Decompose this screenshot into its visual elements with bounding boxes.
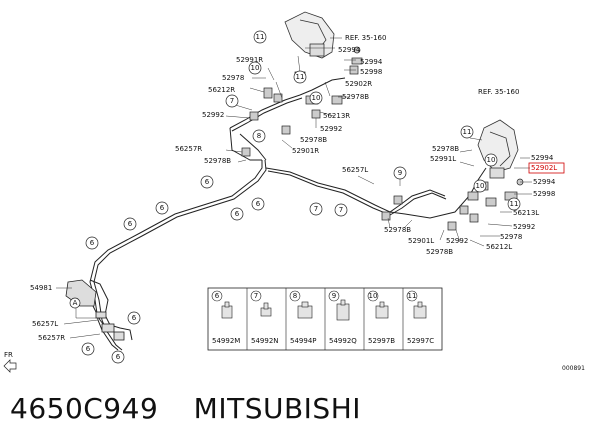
callout-10: 10: [251, 64, 260, 72]
label-56257r-b: 56257R: [38, 334, 65, 342]
label-52994-b: 52994: [360, 58, 383, 66]
callout-9: 9: [398, 169, 402, 177]
callout-11: 11: [296, 73, 305, 81]
label-56257l-b: 56257L: [32, 320, 58, 328]
caption: 4650C949 MITSUBISHI: [10, 392, 361, 425]
ref-label-right: REF. 35-160: [478, 88, 519, 96]
legend-num-6: 11: [408, 292, 417, 300]
callout-numbers: 11 10 11 7 10 8 11 10 10 11 9 6 6 6 7 7 …: [86, 33, 519, 361]
front-left-caliper: [477, 119, 519, 179]
right-fittings: [381, 178, 524, 231]
callout-8: 8: [257, 132, 261, 140]
callout-7: 7: [230, 97, 234, 105]
callout-6: 6: [160, 204, 165, 212]
label-52998-b: 52998: [533, 190, 555, 198]
legend-part-6: 52997C: [407, 337, 434, 345]
label-52978-b: 52978: [500, 233, 522, 241]
callout-6: 6: [235, 210, 240, 218]
legend-part-4: 54992Q: [329, 337, 357, 345]
ref-label-top: REF. 35-160: [345, 34, 386, 42]
label-56212l: 56212L: [486, 243, 512, 251]
label-52994-d: 52994: [533, 178, 556, 186]
label-56257l-a: 56257L: [342, 166, 368, 174]
callout-7: 7: [314, 205, 318, 213]
leader-lines: [56, 37, 532, 339]
callout-6: 6: [132, 314, 137, 322]
legend-num-1: 6: [215, 292, 220, 300]
label-52994-a: 52994: [338, 46, 361, 54]
label-52978b-a: 52978B: [342, 93, 369, 101]
callout-10: 10: [312, 94, 321, 102]
label-52992-a: 52992: [202, 111, 224, 119]
legend-part-3: 54994P: [290, 337, 317, 345]
legend-part-1: 54992M: [212, 337, 240, 345]
callout-11: 11: [510, 200, 519, 208]
label-52991r: 52991R: [236, 56, 263, 64]
brake-tubes: [89, 77, 487, 351]
label-52992-b: 52992: [320, 125, 342, 133]
top-labels: REF. 35-160 52994 52994 52998 52991R 529…: [175, 34, 386, 165]
front-right-caliper: [284, 11, 335, 59]
legend-num-5: 10: [369, 292, 378, 300]
callout-11: 11: [256, 33, 265, 41]
label-52978b-e: 52978B: [384, 226, 411, 234]
view-a-marker: [69, 297, 81, 309]
left-labels: 54981 56257L 56257R A FR 000891: [3, 284, 585, 373]
label-52901r: 52901R: [292, 147, 319, 155]
callout-7: 7: [339, 206, 343, 214]
label-52978b-c: 52978B: [204, 157, 231, 165]
legend-num-2: 7: [254, 292, 258, 300]
callout-10: 10: [476, 182, 485, 190]
highlight-box: [528, 162, 565, 174]
clip-legend: 6 7 8 9 10 11 54992M 54992N 54994P 54992…: [207, 287, 443, 351]
label-52978b-d: 52978B: [432, 145, 459, 153]
label-52978-a: 52978: [222, 74, 244, 82]
label-52901l: 52901L: [408, 237, 434, 245]
label-52978b-b: 52978B: [300, 136, 327, 144]
callout-circles: [81, 30, 521, 364]
callout-6: 6: [90, 239, 95, 247]
callout-6: 6: [205, 178, 210, 186]
callout-6: 6: [86, 345, 91, 353]
label-56257r-a: 56257R: [175, 145, 202, 153]
callout-6: 6: [116, 353, 121, 361]
label-54981: 54981: [30, 284, 52, 292]
label-52994-c: 52994: [531, 154, 554, 162]
callout-6: 6: [256, 200, 261, 208]
label-52998: 52998: [360, 68, 382, 76]
label-52902r: 52902R: [345, 80, 372, 88]
label-56213l: 56213L: [513, 209, 539, 217]
label-52978b-f: 52978B: [426, 248, 453, 256]
figure-code: 000891: [562, 365, 585, 372]
label-56213r: 56213R: [323, 112, 350, 120]
label-52991l: 52991L: [430, 155, 456, 163]
callout-10: 10: [487, 156, 496, 164]
legend-part-5: 52997B: [368, 337, 395, 345]
callout-6: 6: [128, 220, 133, 228]
brake-line-diagram: REF. 35-160 52994 52994 52998 52991R 529…: [3, 11, 585, 373]
label-52902l: 52902L: [531, 164, 557, 172]
label-52992-d: 52992: [446, 237, 468, 245]
brand-name: MITSUBISHI: [193, 392, 362, 425]
view-a-label: A: [73, 299, 78, 307]
right-labels: REF. 35-160 52978B 52991L 52994 52902L 5…: [342, 88, 557, 256]
legend-part-2: 54992N: [251, 337, 279, 345]
callout-11: 11: [463, 128, 472, 136]
legend-num-4: 9: [332, 292, 336, 300]
label-56212r: 56212R: [208, 86, 235, 94]
part-number: 4650C949: [10, 392, 159, 425]
front-arrow-icon: [3, 359, 17, 373]
front-direction-label: FR: [4, 351, 13, 359]
label-52992-c: 52992: [513, 223, 535, 231]
legend-num-3: 8: [293, 292, 297, 300]
